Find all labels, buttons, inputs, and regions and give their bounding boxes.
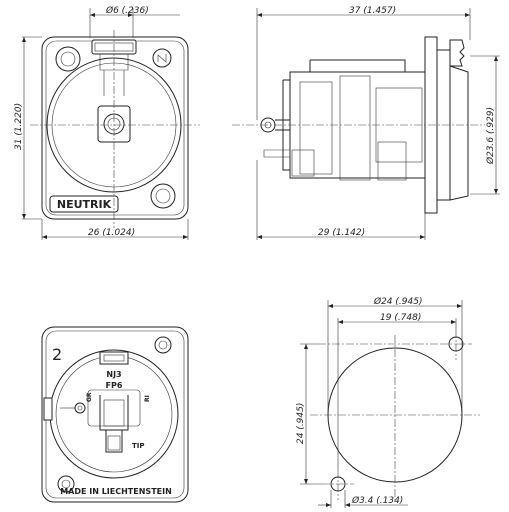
side-dim-body-length: 29 (1.142) — [318, 228, 365, 238]
rear-mount-hole-top-right — [154, 336, 172, 354]
front-n-logo-icon — [152, 48, 172, 68]
rear-ri-label: RI — [144, 395, 151, 402]
cutout-dim-screw-hole: Ø3.4 (.134) — [351, 495, 403, 506]
rear-model-label: NJ3 — [106, 370, 121, 379]
rear-view: 2 NJ3 FP6 GR RI TIP MADE IN LIECHTENSTEI… — [41, 326, 189, 503]
side-dim-length: 37 (1.457) — [349, 6, 396, 16]
rear-tip-label: TIP — [132, 442, 145, 450]
rear-flange-outline — [41, 326, 189, 503]
side-latch — [449, 39, 465, 67]
front-brand-badge — [49, 195, 119, 213]
front-flange-outline — [41, 36, 189, 220]
side-dim-diameter: Ø23.6 (.929) — [485, 107, 496, 165]
rear-made-in-label: MADE IN LIECHTENSTEIN — [60, 487, 172, 496]
cutout-dim-height: 24 (.945) — [296, 403, 306, 444]
front-dim-hole-dia: Ø6 (.236) — [105, 5, 149, 16]
front-mount-hole-bottom-right — [150, 183, 176, 209]
rear-side-tab — [43, 397, 53, 421]
front-view: NEUTRIK Ø6 (.236) 31 (1.220) 26 (1.024) — [14, 5, 200, 240]
cutout-dim-hole-spacing: 19 (.748) — [380, 313, 421, 323]
rear-number-label: 2 — [52, 345, 62, 364]
rear-submodel-label: FP6 — [106, 381, 123, 390]
front-dim-height: 31 (1.220) — [14, 103, 24, 150]
front-brand-label: NEUTRIK — [57, 198, 112, 211]
panel-cutout-view: Ø24 (.945) 19 (.748) 24 (.945) Ø3.4 (.13… — [296, 296, 480, 508]
front-dim-width: 26 (1.024) — [88, 228, 135, 238]
front-mount-hole-top-left — [55, 46, 81, 72]
side-view: 37 (1.457) Ø23.6 (.929) 29 (1.142) — [232, 6, 500, 240]
rear-gr-label: GR — [86, 392, 93, 402]
rear-tip-contact — [105, 430, 123, 453]
cutout-dim-diameter: Ø24 (.945) — [373, 296, 422, 307]
rear-mount-hole-bottom-left — [57, 475, 75, 493]
